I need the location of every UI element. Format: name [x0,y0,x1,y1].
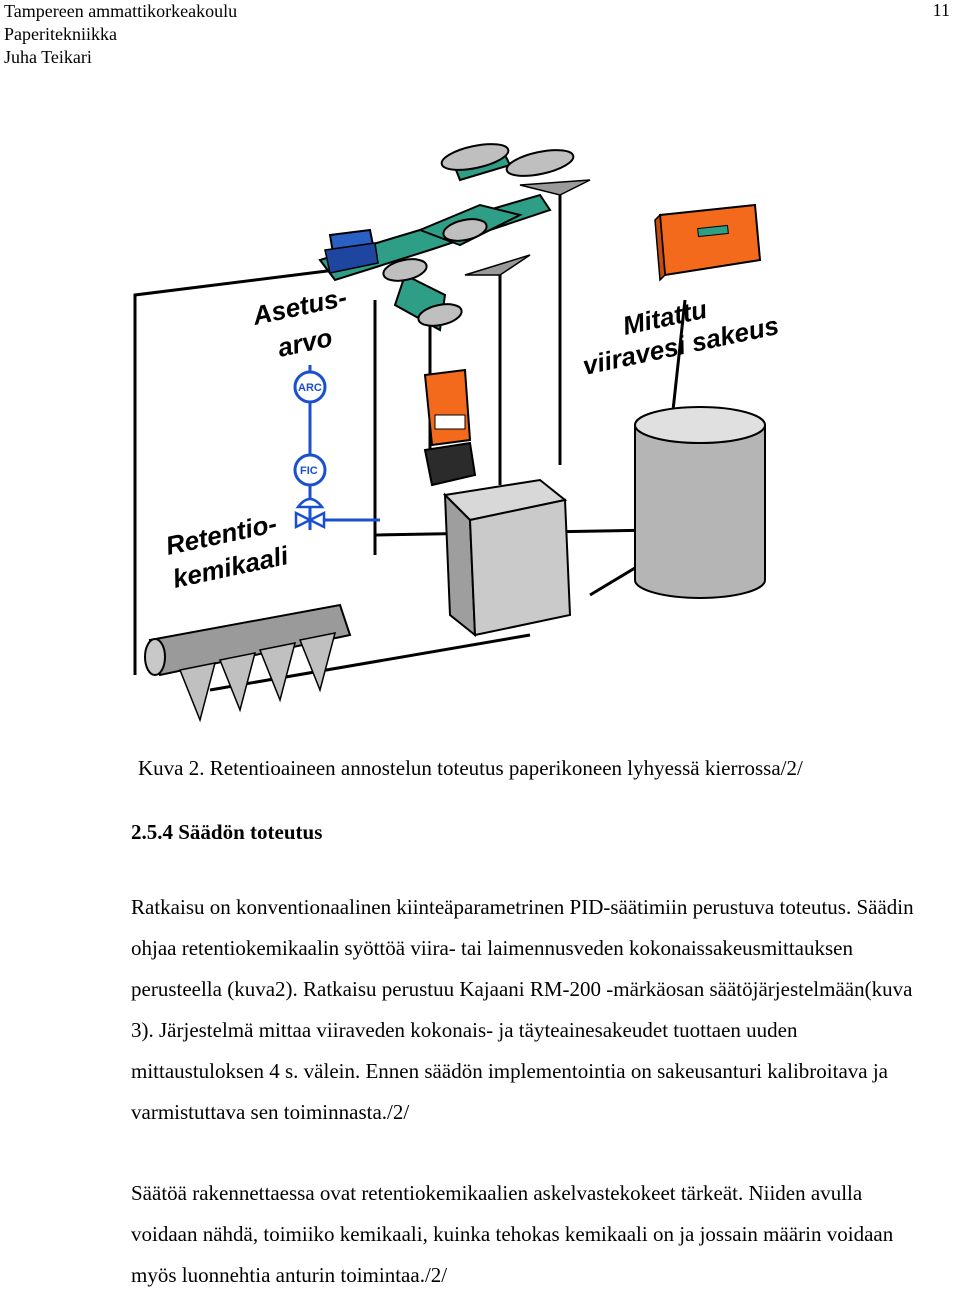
header-author: Juha Teikari [4,47,92,67]
page-number: 11 [932,0,950,20]
paragraph-1: Ratkaisu on konventionaalinen kiinteäpar… [131,895,914,1124]
process-diagram: ARC FIC [120,135,781,725]
sensor-base [423,441,477,487]
process-diagram-svg: ARC FIC [133,143,781,723]
tank-top [634,406,766,444]
header-school: Tampereen ammattikorkeakoulu [4,1,238,21]
section-title: 2.5.4 Säädön toteutus [131,820,323,844]
storage-tank [634,406,766,599]
cone-4 [298,632,337,693]
roll-3 [442,218,488,242]
roll-4 [382,258,428,282]
header-course: Paperitekniikka [4,24,117,44]
wire-pit-2 [519,179,591,196]
sensor-label-plate [434,414,466,430]
paragraph-2: Säätöä rakennettaessa ovat retentiokemik… [131,1181,894,1287]
rm200-unit-side [654,213,666,282]
roll-2 [505,149,575,177]
roll-5 [417,303,463,327]
setpoint-label-1: Asetus- [249,282,349,331]
tank-body [634,424,766,599]
cleaner-bank [144,603,352,723]
setpoint-label-2: arvo [275,322,335,363]
cleaner-header-end [144,638,166,676]
rm200-unit [658,203,762,277]
fic-label: FIC [300,465,318,477]
figure-caption: Kuva 2. Retentioaineen annostelun toteut… [138,756,803,780]
roll-1 [440,143,510,171]
headbox-front [324,242,379,274]
mixing-chest [442,478,572,638]
cone-1 [178,662,217,723]
rm200-display [697,224,729,238]
sensor-unit [423,368,472,447]
arc-controller-icon [293,370,327,404]
analyzer-units [423,203,762,487]
fic-controller-icon [293,453,327,487]
valve-actuator-icon [295,497,325,509]
pipe-line [209,633,531,692]
control-valve-icon [294,510,326,530]
chest-front [468,498,572,637]
paper-machine [318,143,591,332]
cone-2 [218,652,257,713]
wire-pit-1 [464,254,531,276]
pipe-tank-line [589,563,641,597]
arc-label: ARC [298,382,322,394]
control-line-left [133,268,336,675]
cone-3 [258,642,297,703]
instrument-loop: ARC FIC [293,365,380,530]
